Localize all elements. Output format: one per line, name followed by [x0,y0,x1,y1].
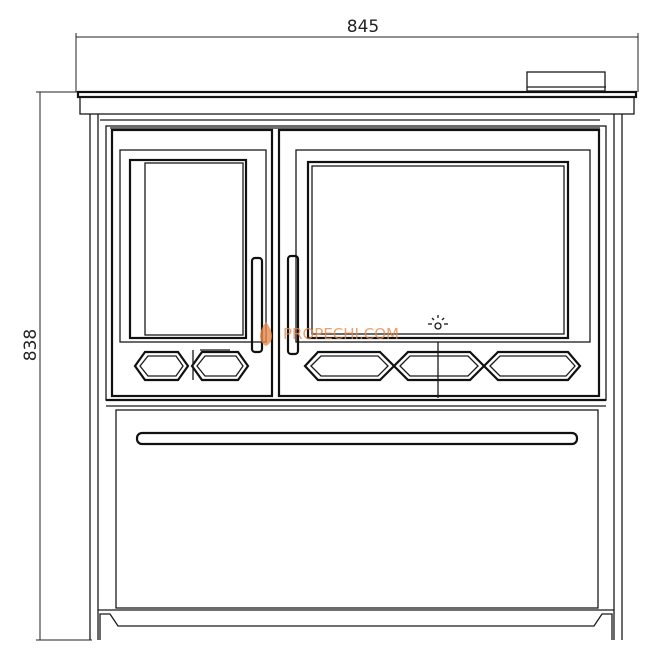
oven-door [277,128,601,398]
height-dimension: 838 [21,91,92,641]
stove-body [89,114,623,640]
drawer-handle [135,431,579,446]
right-door-handle [286,254,300,356]
watermark-text: PROPECHI.COM [283,325,399,343]
left-door-handle [250,256,264,354]
cooktop-plate [76,71,638,129]
thermometer-icon [428,315,448,330]
storage-drawer [98,398,614,640]
width-dimension: 845 [75,17,639,92]
width-label: 845 [347,17,379,37]
firebox-door [110,128,274,398]
watermark-logo: PROPECHI.COM [260,322,399,346]
height-label: 838 [21,329,41,361]
